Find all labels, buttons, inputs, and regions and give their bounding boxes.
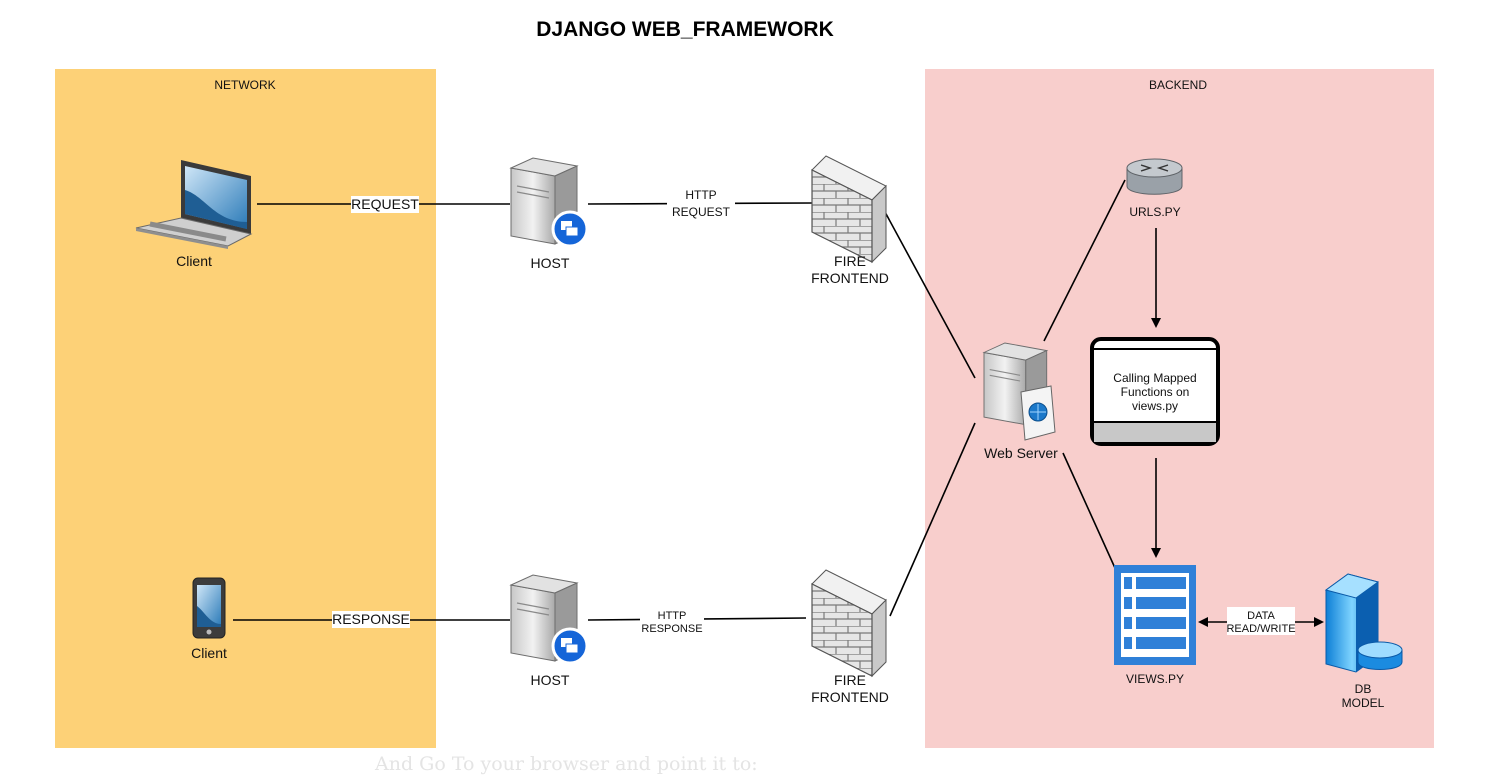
web-server-label: Web Server: [984, 445, 1058, 461]
edge-label-http-request-2: REQUEST: [672, 205, 731, 219]
diagram-title: DJANGO WEB_FRAMEWORK: [536, 18, 834, 41]
db-label-1: DB: [1355, 682, 1372, 696]
urls-label: URLS.PY: [1129, 205, 1180, 219]
fire-top-label-1: FIRE: [834, 253, 866, 269]
views-label: VIEWS.PY: [1126, 672, 1184, 686]
edge-label-http-response-1: HTTP: [658, 610, 687, 622]
fire-top-label-2: FRONTEND: [811, 270, 889, 286]
edge-label-response: RESPONSE: [332, 611, 410, 627]
database-icon: [1324, 573, 1403, 673]
client-bottom-label: Client: [191, 645, 227, 661]
edge-fire-webserver-top: [884, 211, 976, 379]
host-bottom-server-icon: [510, 574, 589, 665]
firewall-bottom-icon: [811, 569, 887, 677]
laptop-icon: [135, 160, 253, 249]
host-top-label: HOST: [531, 255, 570, 271]
router-icon: [1126, 158, 1183, 195]
edge-label-data-1: DATA: [1247, 610, 1275, 622]
edge-fire-webserver-bottom: [889, 422, 976, 617]
views-mapping-box: [1090, 337, 1220, 446]
footer-text: And Go To your browser and point it to:: [374, 753, 758, 775]
host-bottom-label: HOST: [531, 672, 570, 688]
edge-webserver-urls: [1043, 179, 1126, 342]
db-label-2: MODEL: [1342, 696, 1385, 710]
firewall-top-icon: [811, 155, 887, 263]
web-server-icon: [983, 342, 1056, 441]
client-top-label: Client: [176, 253, 212, 269]
backend-zone-label: BACKEND: [1149, 78, 1207, 92]
views-box-line-2: Functions on: [1121, 385, 1190, 399]
edge-label-request: REQUEST: [351, 196, 419, 212]
host-top-server-icon: [510, 157, 589, 248]
fire-bottom-label-1: FIRE: [834, 672, 866, 688]
network-zone-label: NETWORK: [214, 78, 275, 92]
list-icon: [1114, 565, 1196, 665]
views-box-line-1: Calling Mapped: [1113, 371, 1196, 385]
edge-label-data-2: READ/WRITE: [1226, 623, 1295, 635]
edge-label-http-request-1: HTTP: [685, 188, 716, 202]
fire-bottom-label-2: FRONTEND: [811, 689, 889, 705]
edge-webserver-views: [1062, 452, 1116, 569]
views-box-line-3: views.py: [1132, 399, 1178, 413]
edge-label-http-response-2: RESPONSE: [641, 623, 702, 635]
tablet-icon: [192, 577, 226, 639]
network-zone: [55, 69, 436, 748]
